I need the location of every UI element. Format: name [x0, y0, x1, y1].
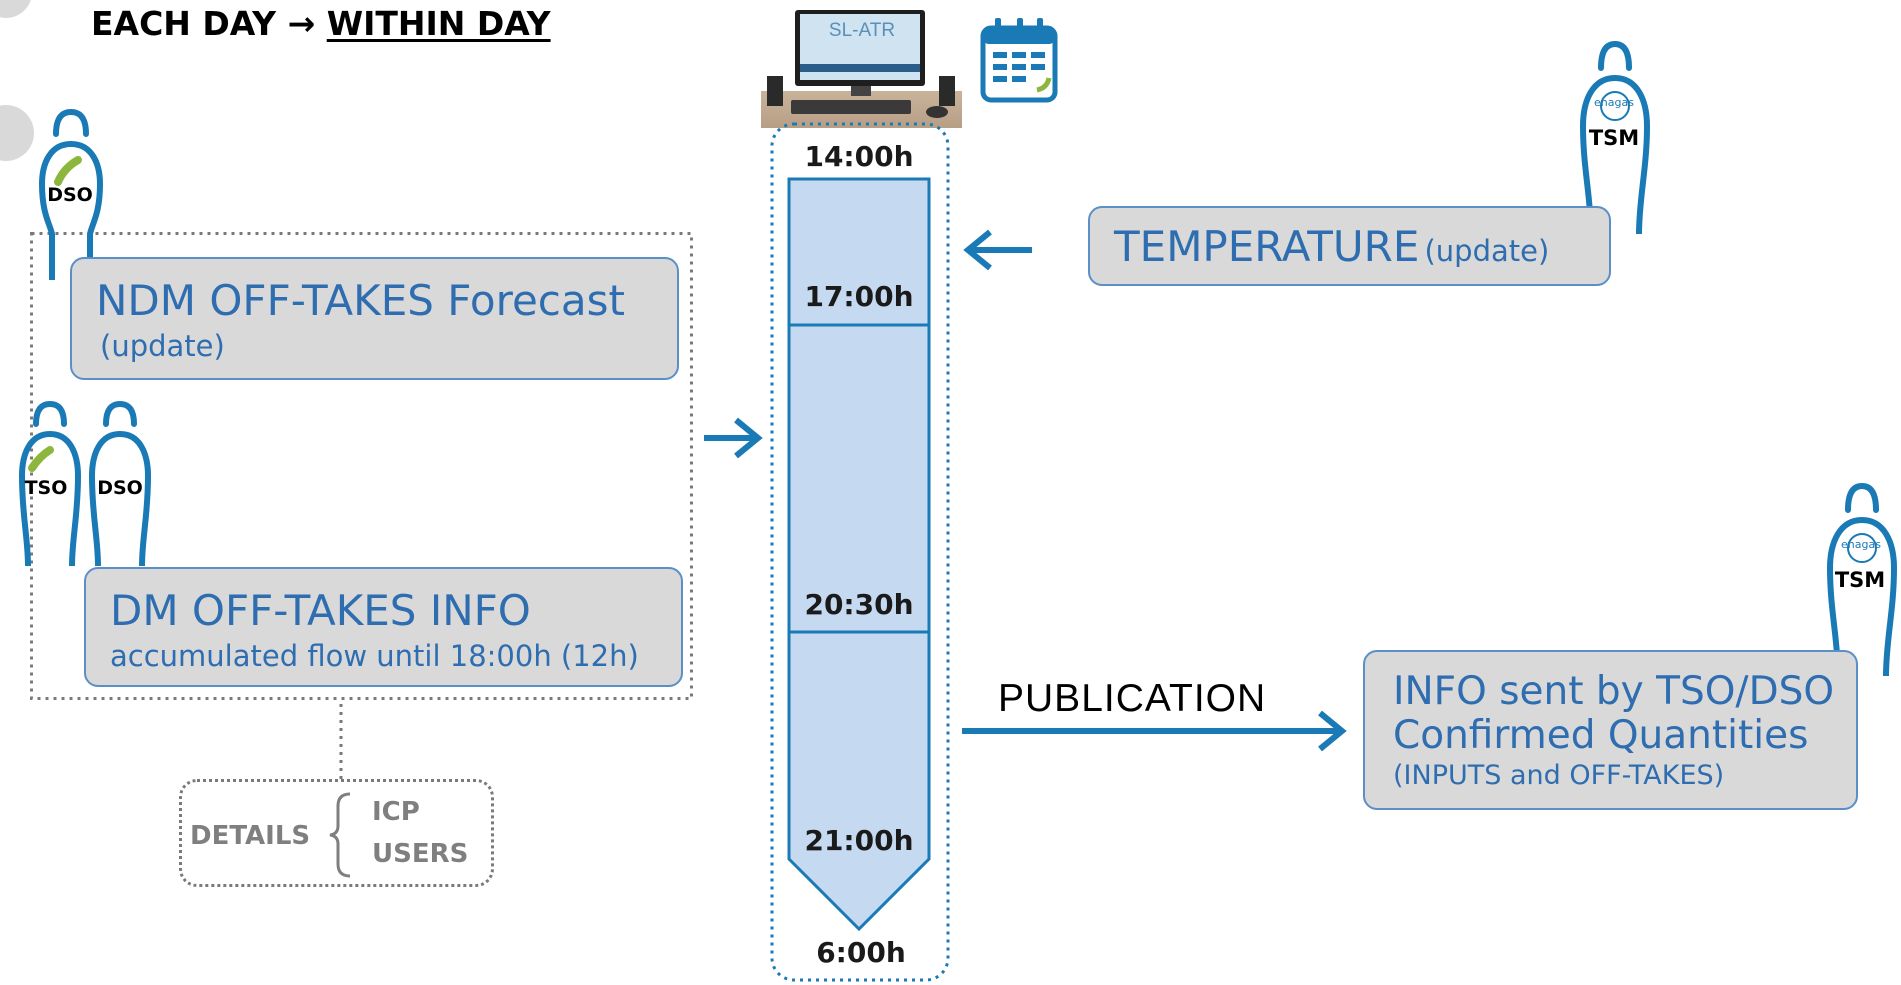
details-item-icp: ICP [372, 797, 420, 827]
title-prefix: EACH DAY → [91, 4, 316, 43]
dso-actor-label: DSO [47, 184, 93, 206]
tsm-label-top: TSM [1588, 126, 1640, 150]
temperature-subtitle: (update) [1424, 234, 1550, 268]
ndm-card-subtitle: (update) [100, 329, 225, 363]
publication-arrow [962, 710, 1347, 752]
temperature-arrow [963, 229, 1032, 271]
ndm-forecast-card: NDM OFF-TAKES Forecast (update) [70, 257, 679, 380]
timeline-bar [787, 177, 931, 932]
info-subtitle: (INPUTS and OFF-TAKES) [1393, 760, 1725, 791]
edge-circle-top [0, 0, 31, 18]
time-t1: 17:00h [804, 280, 914, 313]
page-title: EACH DAY → WITHIN DAY [91, 4, 551, 43]
time-end: 6:00h [816, 936, 906, 969]
time-start: 14:00h [804, 140, 914, 173]
temperature-title: TEMPERATURE [1114, 222, 1420, 271]
temperature-card: TEMPERATURE (update) [1088, 206, 1611, 286]
dm-card-title: DM OFF-TAKES INFO [110, 586, 531, 635]
edge-circle-mid [0, 105, 34, 161]
screen-label: SL-ATR [828, 20, 896, 41]
details-box: DETAILS ICP USERS [179, 779, 494, 887]
brace-icon [329, 792, 351, 878]
title-underlined: WITHIN DAY [326, 4, 551, 43]
dm-offtakes-card: DM OFF-TAKES INFO accumulated flow until… [84, 567, 683, 687]
time-t3: 21:00h [804, 824, 914, 857]
details-item-users: USERS [372, 839, 469, 869]
tsm-logo-bottom: enagas [1841, 538, 1881, 551]
tso-actor-icon [18, 400, 82, 567]
computer-icon [767, 10, 955, 118]
tsm-label-bottom: TSM [1834, 568, 1886, 592]
input-arrow-left [704, 417, 763, 459]
timeline-container [770, 122, 950, 982]
dso-actor-label-2: DSO [97, 477, 143, 499]
publication-label: PUBLICATION [998, 677, 1267, 720]
dso-actor-icon [38, 108, 104, 280]
tsm-actor-icon-bottom [1826, 482, 1898, 677]
time-t2: 20:30h [804, 588, 914, 621]
computer-image: SL-ATR [761, 4, 962, 128]
dm-card-subtitle: accumulated flow until 18:00h (12h) [110, 639, 639, 673]
calendar-icon [980, 18, 1058, 103]
info-line1: INFO sent by TSO/DSO [1393, 669, 1835, 714]
details-connector [339, 704, 343, 780]
details-label: DETAILS [190, 821, 311, 851]
tsm-logo-top: enagas [1594, 96, 1634, 109]
dso-actor-icon-2 [88, 400, 152, 567]
info-card: INFO sent by TSO/DSO Confirmed Quantitie… [1363, 650, 1858, 810]
tso-actor-label: TSO [24, 477, 68, 499]
tsm-actor-icon-top [1579, 40, 1651, 235]
ndm-card-title: NDM OFF-TAKES Forecast [96, 276, 625, 325]
temperature-line: TEMPERATURE (update) [1114, 222, 1550, 271]
info-line2: Confirmed Quantities [1393, 713, 1809, 758]
